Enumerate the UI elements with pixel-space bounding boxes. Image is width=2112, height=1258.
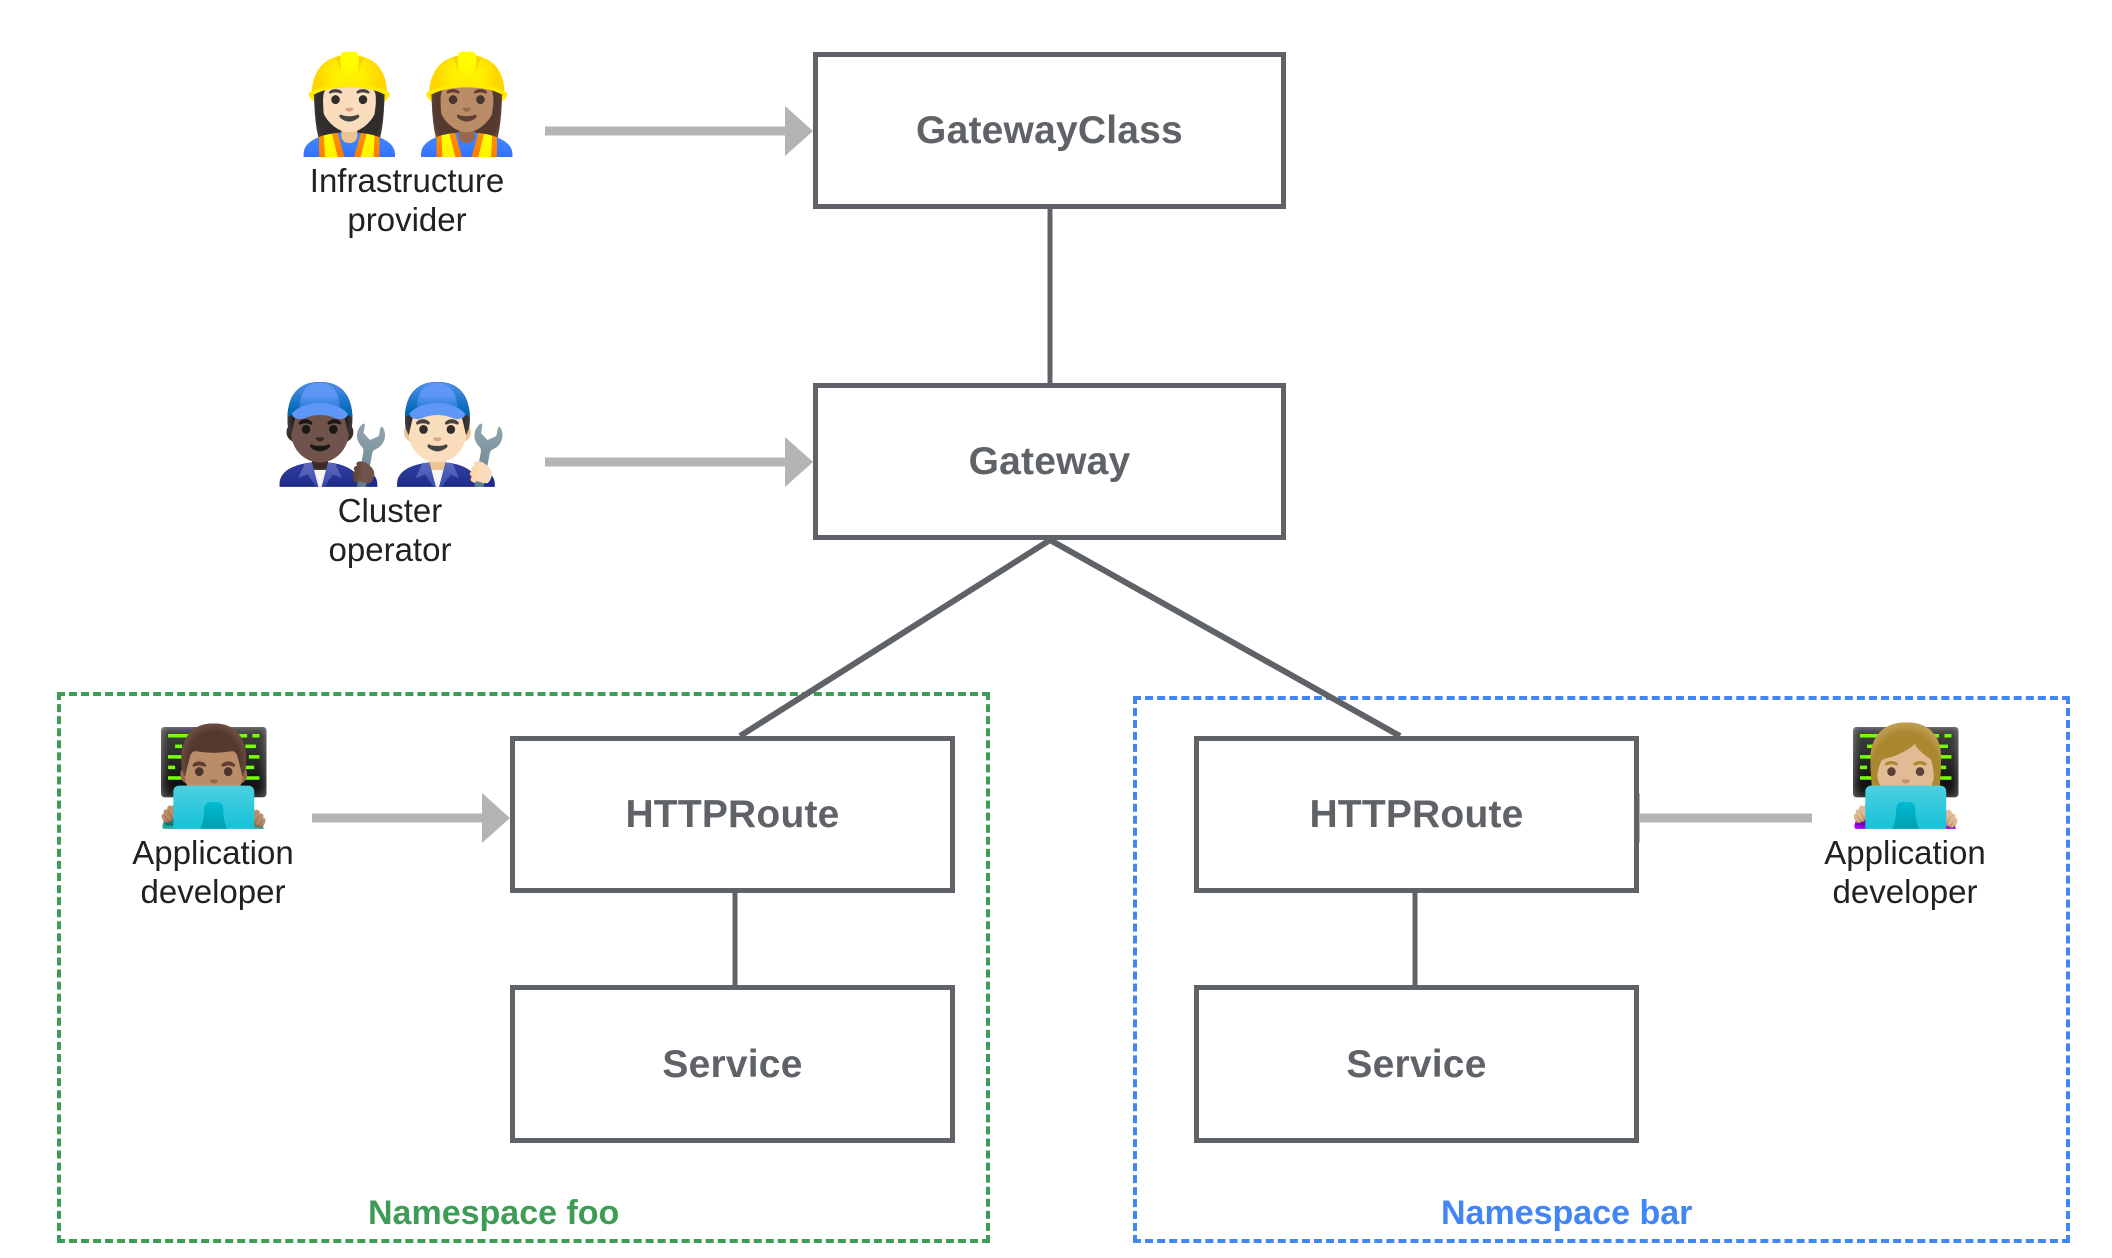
mechanic-men-emoji: 👨🏿‍🔧👨🏻‍🔧 — [272, 381, 509, 488]
service-bar-label: Service — [1346, 1042, 1487, 1086]
persona-application-developer-foo: 👨🏽‍💻 Application developer — [103, 723, 323, 912]
arrow-operator-to-gateway — [545, 437, 813, 487]
service-foo-box[interactable]: Service — [510, 985, 955, 1143]
namespace-bar-container — [1133, 696, 2070, 1243]
persona-infrastructure-provider-label: Infrastructure provider — [309, 161, 505, 238]
gatewayclass-label: GatewayClass — [916, 109, 1183, 152]
arrow-infra-to-gatewayclass — [545, 106, 813, 156]
persona-cluster-operator: 👨🏿‍🔧👨🏻‍🔧 Cluster operator — [255, 381, 525, 570]
service-bar-box[interactable]: Service — [1194, 985, 1639, 1143]
gateway-label: Gateway — [968, 440, 1131, 483]
persona-cluster-operator-label: Cluster operator — [328, 491, 452, 568]
gatewayclass-box[interactable]: GatewayClass — [813, 52, 1286, 209]
technologist-woman-emoji: 👩🏼‍💻 — [1846, 723, 1966, 830]
namespace-bar-label: Namespace bar — [1441, 1194, 1693, 1232]
httproute-bar-label: HTTPRoute — [1309, 793, 1524, 836]
persona-application-developer-bar: 👩🏼‍💻 Application developer — [1795, 723, 2015, 912]
persona-infrastructure-provider: 👷🏻‍♀️👷🏽‍♀️ Infrastructure provider — [272, 51, 542, 240]
gateway-box[interactable]: Gateway — [813, 383, 1286, 540]
persona-application-developer-bar-label: Application developer — [1824, 833, 1986, 910]
httproute-bar-box[interactable]: HTTPRoute — [1194, 736, 1639, 893]
technologist-man-emoji: 👨🏽‍💻 — [154, 723, 274, 830]
persona-application-developer-foo-label: Application developer — [132, 833, 294, 910]
service-foo-label: Service — [662, 1042, 803, 1086]
namespace-foo-container — [57, 692, 990, 1243]
httproute-foo-label: HTTPRoute — [625, 793, 840, 836]
httproute-foo-box[interactable]: HTTPRoute — [510, 736, 955, 893]
namespace-foo-label: Namespace foo — [368, 1194, 620, 1232]
construction-worker-women-emoji: 👷🏻‍♀️👷🏽‍♀️ — [289, 51, 526, 158]
